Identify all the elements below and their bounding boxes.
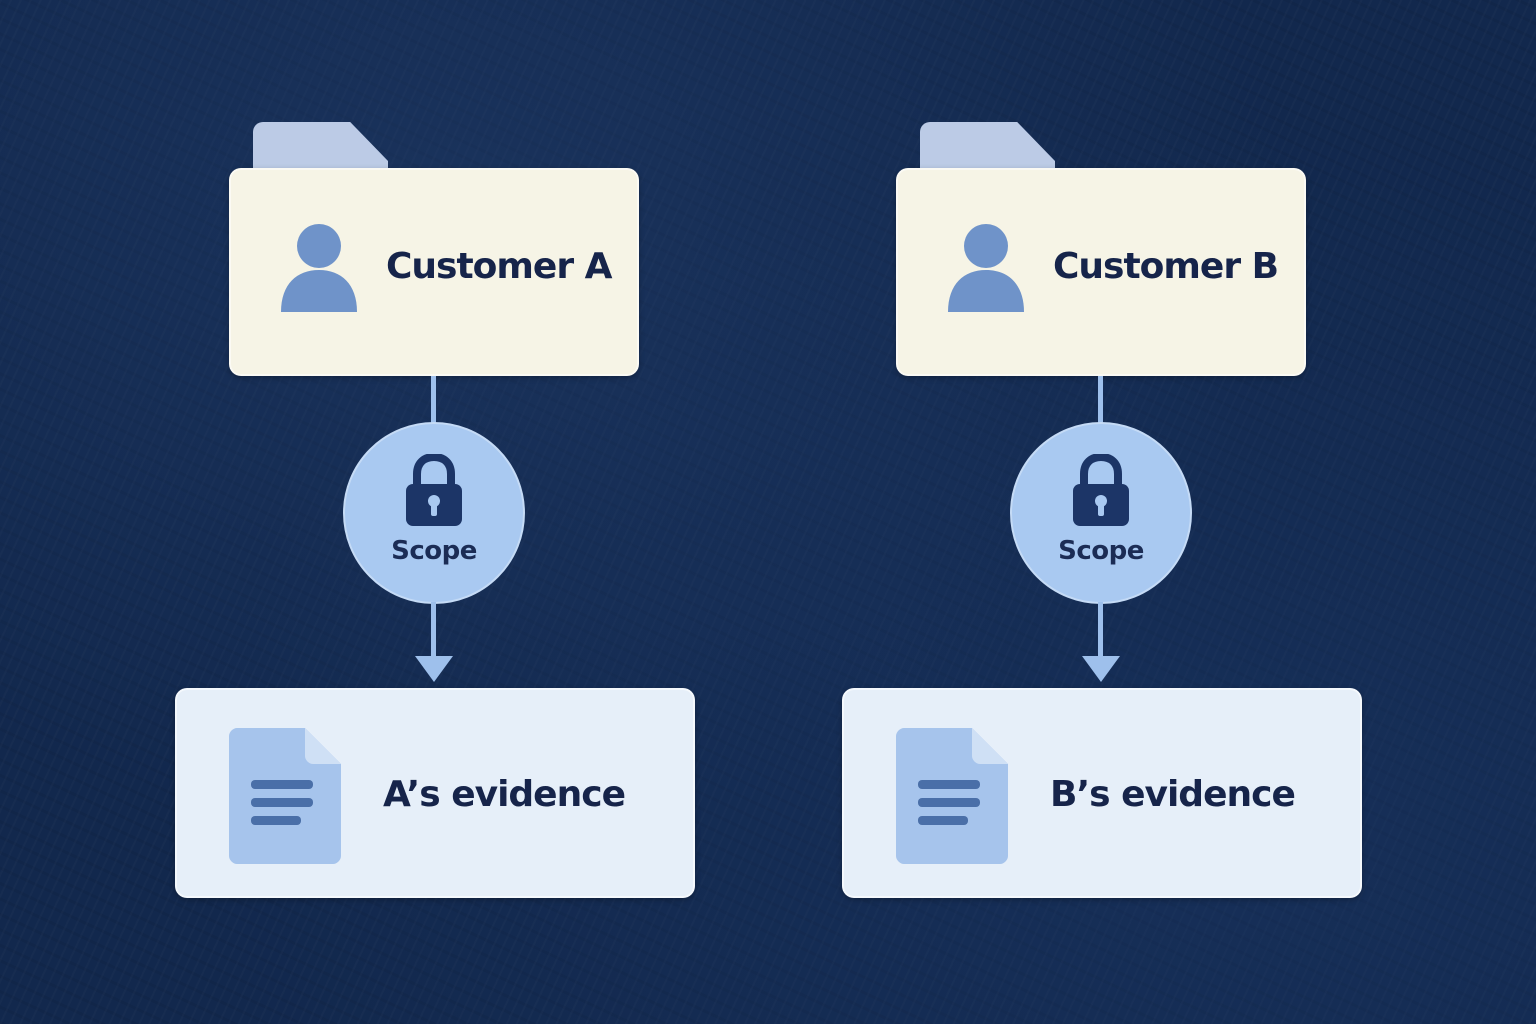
evidence-label: B’s evidence [1050,774,1296,815]
customer-a-column: Customer A Scope A’s evidence [175,0,695,1024]
scope-label: Scope [391,536,477,566]
lock-icon [406,454,462,526]
folder-label: Customer B [1053,246,1279,287]
folder-label: Customer A [386,246,612,287]
person-icon [281,224,357,312]
arrow-down-icon [1082,656,1120,682]
folder-body: Customer B [896,168,1306,376]
arrow-down-icon [415,656,453,682]
customer-b-column: Customer B Scope B’s evidence [842,0,1362,1024]
document-icon [229,728,341,864]
b-evidence-card[interactable]: B’s evidence [842,688,1362,898]
connector-line [431,376,436,426]
person-icon [948,224,1024,312]
lock-icon [1073,454,1129,526]
customer-a-folder[interactable]: Customer A [229,122,639,376]
scope-lock-node[interactable]: Scope [1010,422,1192,604]
folder-body: Customer A [229,168,639,376]
scope-label: Scope [1058,536,1144,566]
document-icon [896,728,1008,864]
scope-lock-node[interactable]: Scope [343,422,525,604]
connector-line [431,602,436,660]
connector-line [1098,376,1103,426]
evidence-label: A’s evidence [383,774,626,815]
a-evidence-card[interactable]: A’s evidence [175,688,695,898]
customer-b-folder[interactable]: Customer B [896,122,1306,376]
connector-line [1098,602,1103,660]
